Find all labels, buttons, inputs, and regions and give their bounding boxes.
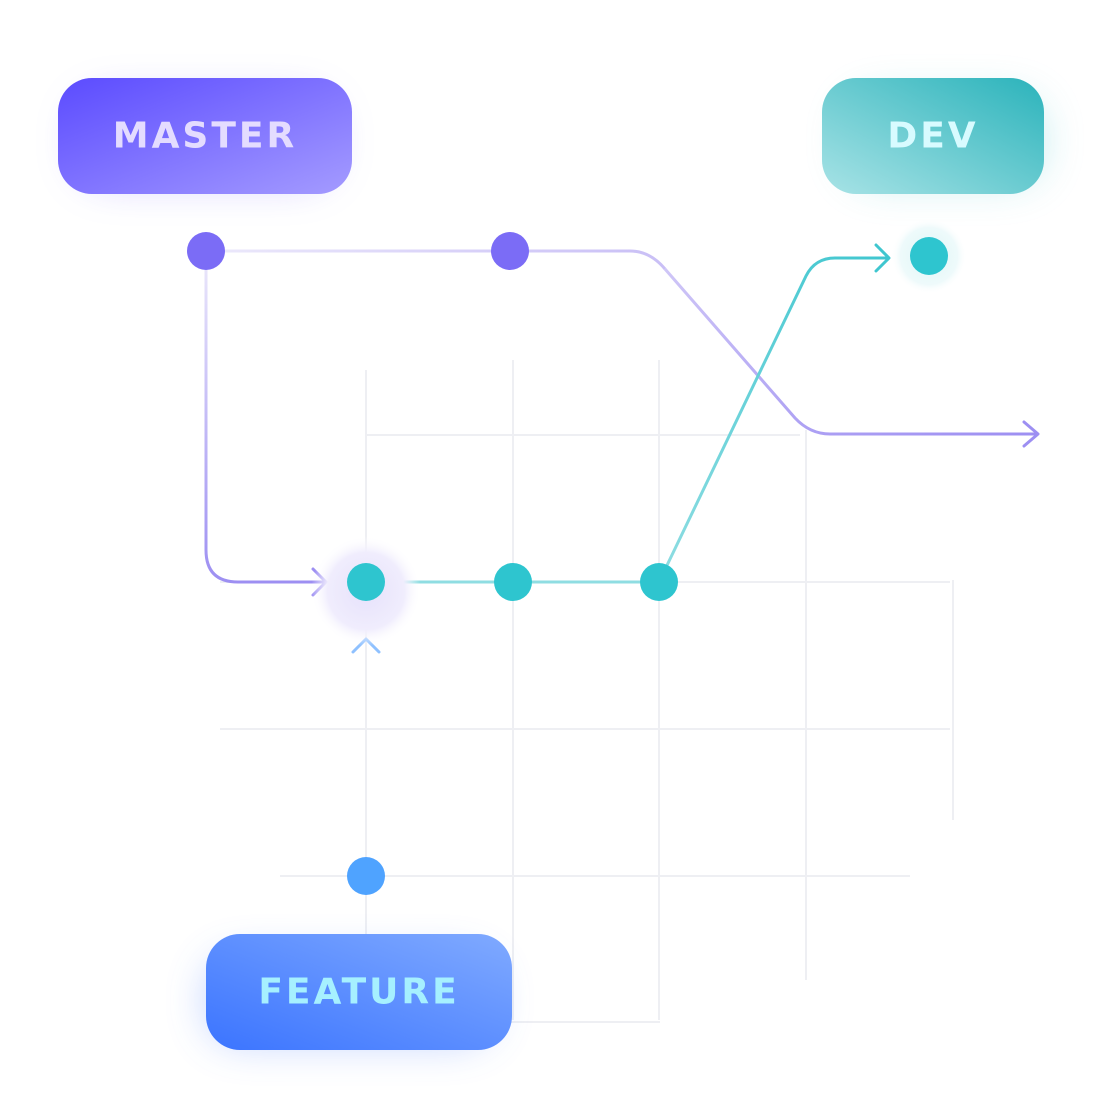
dev-head-commit[interactable] (910, 237, 948, 275)
background-grid (220, 360, 954, 1023)
master-label-box (58, 78, 352, 194)
feature-label-box (206, 934, 512, 1050)
dev-line-diagonal (657, 256, 888, 583)
master-label-text: MASTER (113, 116, 297, 157)
merge-commit[interactable] (347, 563, 385, 601)
master-commit-2[interactable] (491, 232, 529, 270)
dev-label-text: DEV (887, 116, 978, 157)
dev-branch-label[interactable]: DEV (822, 78, 1044, 194)
feature-branch-label[interactable]: FEATURE (206, 934, 512, 1050)
master-line-left (204, 251, 326, 584)
master-line-top (206, 249, 667, 270)
dev-label-box (822, 78, 1044, 194)
dev-commit-1[interactable] (494, 563, 532, 601)
master-line-diagonal (663, 268, 1038, 436)
master-arrow-head (1022, 420, 1040, 448)
dev-arrow-head (874, 243, 891, 273)
feature-commit[interactable] (347, 857, 385, 895)
master-commit-1[interactable] (187, 232, 225, 270)
feature-label-text: FEATURE (258, 972, 459, 1013)
dev-commit-2[interactable] (640, 563, 678, 601)
master-branch-label[interactable]: MASTER (58, 78, 352, 194)
